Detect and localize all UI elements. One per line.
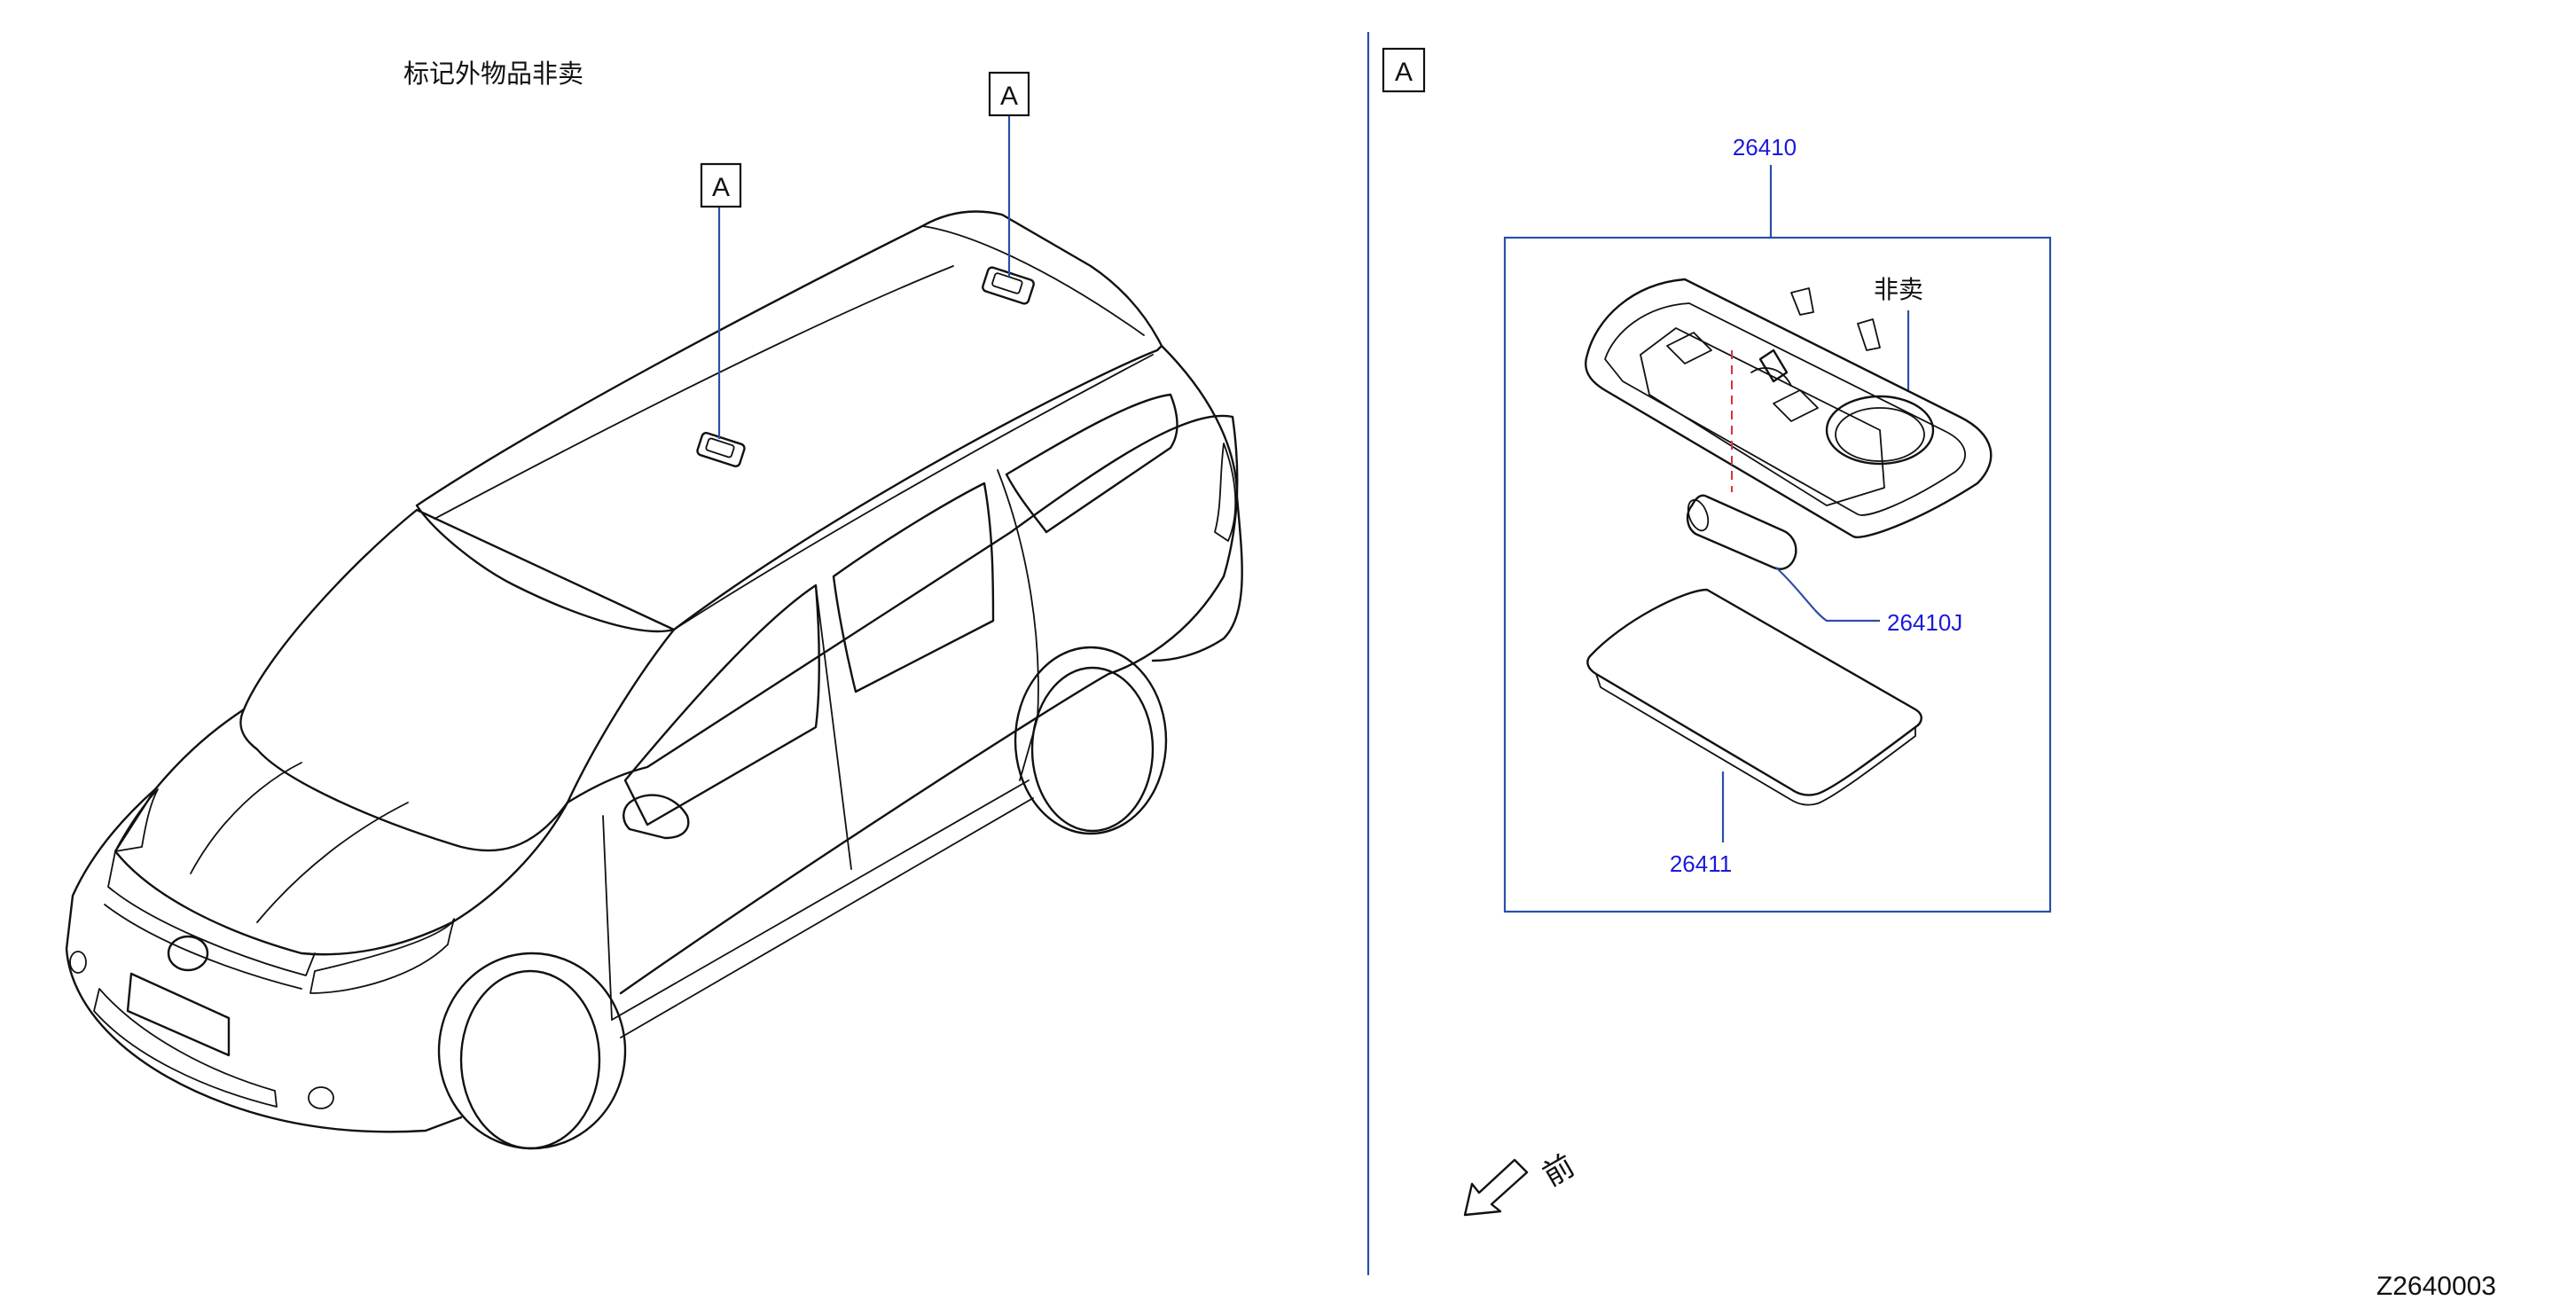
part-number-lens: 26411: [1670, 850, 1732, 877]
not-for-sale-label: 非卖: [1874, 275, 1923, 304]
body-side: [566, 414, 1239, 995]
front-door-window: [623, 584, 820, 826]
rear-tail: [1151, 344, 1243, 662]
callout-rear-box: [988, 71, 1030, 117]
callout-front-label: A: [712, 173, 730, 202]
callout-rear-label: A: [1000, 82, 1018, 111]
section-marker-box: [1382, 47, 1426, 93]
lens: [1586, 588, 1922, 806]
vehicle-illustration: [65, 210, 1243, 1150]
hood: [114, 708, 569, 956]
fog-light-left: [69, 951, 87, 974]
front-direction-label: 前: [1537, 1148, 1580, 1195]
rear-quarter-window: [1005, 393, 1178, 534]
sliding-door-edge: [997, 469, 1039, 781]
fog-light-right: [308, 1086, 334, 1109]
front-direction-arrow: [1463, 1158, 1529, 1217]
not-sold-notice: 标记外物品非卖: [403, 59, 583, 89]
roof-outline: [415, 210, 1163, 633]
front-wheel-arch: [437, 952, 627, 1150]
lamp-housing: [1585, 278, 1993, 538]
section-marker-label: A: [1395, 58, 1413, 87]
side-mirror: [622, 794, 690, 840]
headlight-left: [114, 788, 159, 852]
room-lamp-rear: [982, 266, 1035, 305]
drawing-code: Z2640003: [2376, 1272, 2496, 1301]
hood-crease-left: [190, 762, 302, 874]
rear-wheel: [1030, 666, 1155, 833]
front-badge: [167, 935, 209, 972]
rear-wheel-arch: [1014, 646, 1168, 835]
hood-crease-right: [256, 802, 409, 923]
assembly-boundary: [1503, 236, 2052, 913]
part-number-bulb: 26410J: [1887, 609, 1962, 636]
part-number-assembly: 26410: [1733, 134, 1797, 161]
license-plate: [126, 972, 231, 1057]
grille-lower: [104, 904, 302, 990]
windshield: [239, 508, 676, 852]
bulb: [1686, 494, 1797, 570]
headlight-right: [309, 918, 455, 994]
lower-intake: [93, 988, 278, 1108]
sliding-door-window: [832, 482, 995, 693]
tail-light: [1214, 443, 1237, 542]
front-door: [602, 584, 852, 1021]
bulb-leader: [1775, 567, 1880, 623]
grille-upper: [107, 850, 316, 976]
room-lamp-front: [696, 432, 746, 467]
front-wheel: [459, 969, 601, 1150]
rocker-panel: [611, 779, 1034, 1038]
callout-front-box: [700, 162, 742, 208]
roof-rail: [434, 265, 1154, 631]
roof-rear-edge: [921, 225, 1145, 336]
front-fascia: [65, 787, 463, 1133]
